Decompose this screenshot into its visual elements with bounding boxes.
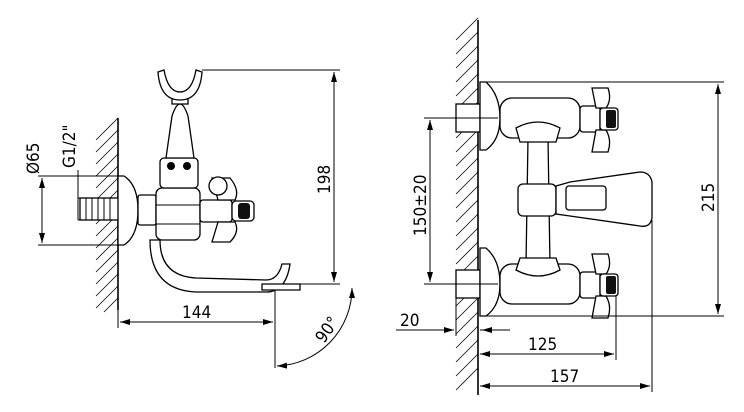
- dim-width-outer: 157: [550, 367, 579, 387]
- side-diverter-knob: [208, 176, 228, 196]
- side-holder-column: [165, 103, 195, 159]
- front-lower-hub: [579, 271, 601, 299]
- side-aerator: [261, 283, 301, 291]
- front-center-hub: [517, 183, 557, 217]
- dim-projection: 144: [182, 303, 211, 323]
- dim-height-front: 215: [699, 183, 719, 212]
- front-center-collar-bottom: [515, 257, 561, 277]
- side-holder-cradle: [157, 69, 203, 101]
- side-view: Ø65 G1/2" 198 144 90°: [24, 69, 355, 369]
- side-mixer-body: [155, 187, 201, 241]
- front-lower-cap: [606, 276, 616, 294]
- side-spout: [149, 239, 291, 293]
- front-center-collar-top: [515, 121, 561, 143]
- front-upper-cap: [606, 110, 616, 128]
- side-nut: [137, 194, 157, 226]
- dim-thread: G1/2": [60, 125, 80, 169]
- side-escutcheon: [117, 175, 139, 246]
- side-handle-hub: [199, 199, 233, 223]
- dim-centers: 150±20: [411, 175, 431, 236]
- side-diverter-bolt-right: [183, 162, 191, 170]
- dim-angle: 90°: [312, 313, 344, 347]
- front-lower-escutcheon: [479, 247, 501, 317]
- side-handle-cap: [238, 203, 250, 219]
- side-diverter-bolt-left: [167, 162, 175, 170]
- front-view: 150±20 215 20 125 157: [396, 17, 724, 395]
- front-upper-escutcheon: [479, 81, 501, 151]
- dim-height-side: 198: [315, 165, 335, 194]
- front-upper-hub: [579, 105, 601, 133]
- dim-diameter: Ø65: [24, 143, 44, 175]
- front-wall: [455, 17, 479, 395]
- front-spout-nozzle: [565, 185, 607, 211]
- dim-offset: 20: [400, 311, 419, 331]
- side-diverter: [159, 157, 199, 189]
- dim-width-inner: 125: [528, 335, 557, 355]
